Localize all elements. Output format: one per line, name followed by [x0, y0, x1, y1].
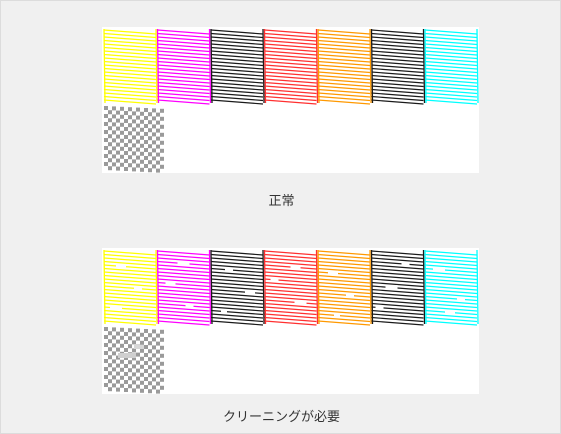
- nozzle-block-3: [210, 28, 265, 105]
- nozzle-pattern-needs-cleaning-graphic: [103, 249, 479, 394]
- gray-check-block: [104, 327, 164, 394]
- nozzle-block-2: [156, 28, 212, 105]
- nozzle-block-5: [317, 28, 372, 105]
- nozzle-block-2: [156, 249, 212, 326]
- nozzle-pattern-normal-graphic: [103, 28, 479, 173]
- caption-needs-cleaning: クリーニングが必要: [222, 410, 340, 425]
- nozzle-pattern-normal: [102, 27, 479, 173]
- nozzle-pattern-needs-cleaning: [102, 248, 479, 394]
- nozzle-block-6: [370, 28, 426, 105]
- gray-check-block: [104, 106, 164, 173]
- nozzle-block-1: [103, 249, 158, 326]
- nozzle-block-7: [424, 28, 479, 105]
- nozzle-block-3: [210, 249, 265, 326]
- nozzle-block-6: [370, 249, 426, 326]
- nozzle-block-4: [263, 249, 319, 326]
- nozzle-block-7: [424, 249, 479, 326]
- nozzle-block-1: [103, 28, 158, 105]
- nozzle-block-4: [263, 28, 319, 105]
- caption-normal: 正常: [268, 194, 295, 209]
- nozzle-block-5: [317, 249, 372, 326]
